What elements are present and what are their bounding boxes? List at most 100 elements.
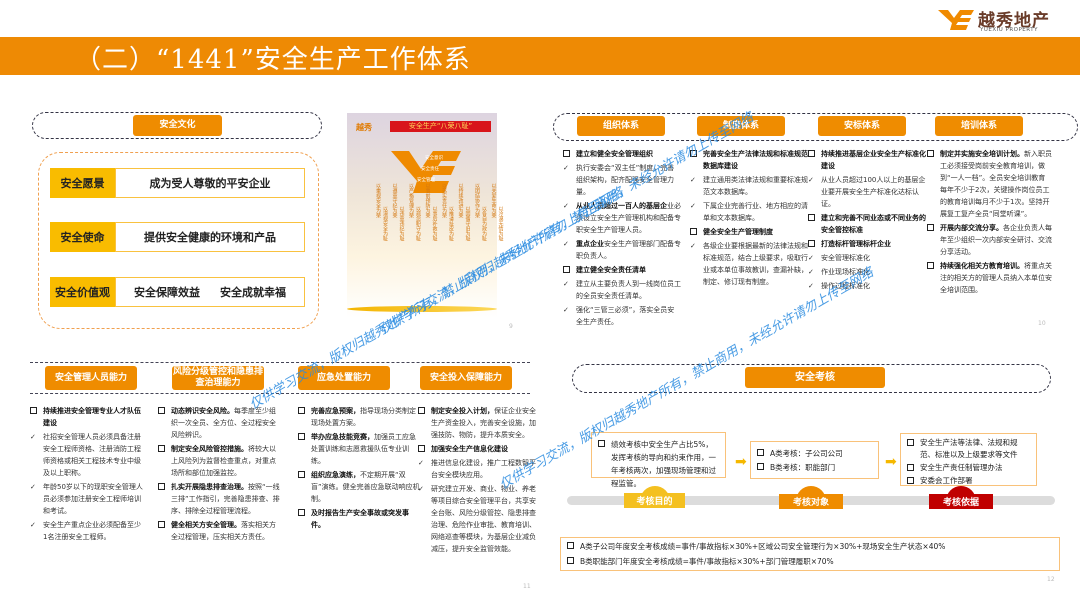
culture-value-text: 提供安全健康的环境和产品	[144, 231, 276, 244]
ability-column: 完善应急预案，指导现场分类制定现场处置方案。举办应急技能竞赛，加强员工应急处置训…	[298, 405, 420, 533]
page-number: 12	[1047, 576, 1055, 583]
list-item: ✓ 作业现场标准化	[808, 266, 926, 278]
checkmark-icon: ✓	[30, 483, 36, 491]
arrow-right-icon: ➡	[885, 454, 897, 470]
item-text: 指导现场分类制定现场处置方案。	[311, 407, 416, 427]
item-text: 不定期开展“双盲”演练。健全完善应急联动响应机制。	[311, 471, 420, 503]
logo-subtext: YUEXIU PROPERTY	[980, 27, 1038, 33]
checkbox-square-icon	[757, 463, 764, 470]
list-item: 加强安全生产信息化建设	[418, 443, 540, 455]
list-item: ✓从业人员超过100人以上的基层企业要开展安全生产标准化达标认证。	[808, 174, 926, 210]
ability-tab: 应急处置能力	[298, 366, 390, 390]
page-number: 11	[523, 583, 531, 590]
checkbox-square-icon	[907, 477, 914, 484]
item-text: B类考核：职能部门	[770, 463, 836, 472]
list-item: ✓研究建立开发、商业、物业、养老等项目综合安全管理平台，共享安全台账、风险分级管…	[418, 483, 540, 555]
checkbox-square-icon	[808, 150, 815, 157]
item-text: 持续推进基层企业安全生产标准化建设	[821, 150, 926, 170]
poster-motto: 以落实责任为荣	[441, 183, 447, 218]
list-item: 打造标杆管理标杆企业	[808, 238, 926, 250]
checkbox-square-icon	[298, 471, 305, 478]
checkbox-square-icon	[567, 542, 574, 549]
systems-tab: 培训体系	[935, 116, 1023, 136]
checkbox-square-icon	[418, 445, 425, 452]
poster-wave	[347, 306, 497, 312]
checkbox-square-icon	[298, 433, 305, 440]
checkmark-icon: ✓	[563, 280, 569, 288]
culture-row-value: 提供安全健康的环境和产品	[115, 222, 305, 252]
list-item: 安全生产责任制管理办法	[907, 462, 1030, 474]
checkbox-square-icon	[418, 407, 425, 414]
culture-row-label: 安全愿景	[50, 168, 115, 198]
list-item: 完善安全生产法律法规和标准规范数据库建设	[690, 148, 808, 172]
culture-value-text: 成为受人尊敬的平安企业	[149, 177, 271, 190]
list-item: 组织应急演练，不定期开展“双盲”演练。健全完善应急联动响应机制。	[298, 469, 420, 505]
purpose-box: 绩效考核中安全生产占比5%，发挥考核的导向和约束作用，一年考核两次，加强现场管理…	[591, 432, 726, 488]
ability-tab: 安全管理人员能力	[45, 366, 137, 390]
abilities-bottom-divider	[30, 393, 530, 394]
tab-purpose: 考核目的	[624, 493, 685, 508]
list-item: ✓各级企业要根据最新的法律法规和标准规范，结合上级要求，吸取行业或本单位事故教训…	[690, 240, 808, 288]
poster-title: 安全生产“八荣八耻”	[390, 121, 491, 132]
poster-motto: 以遵章守纪为荣	[391, 183, 398, 218]
page-number: 10	[1038, 320, 1046, 327]
checkbox-square-icon	[907, 464, 914, 471]
item-text: 将较大以上风险列为监督检查重点，对重点场所和部位加强监控。	[171, 445, 276, 477]
item-text: 每季度至少组织一次全员、全方位、全过程安全风险辨识。	[171, 407, 276, 439]
checkbox-square-icon	[30, 407, 37, 414]
item-bold-text: 举办应急技能竞赛，	[311, 433, 374, 441]
item-text: 研究建立开发、商业、物业、养老等项目综合安全管理平台，共享安全台账、风险分级管控…	[431, 485, 536, 553]
abilities-top-divider	[30, 362, 530, 363]
assessment-label: 安全考核	[745, 367, 885, 388]
list-item: 持续推进基层企业安全生产标准化建设	[808, 148, 926, 172]
item-text: 操作过程标准化	[821, 282, 870, 290]
poster-ye-logo-icon	[391, 151, 461, 193]
checkbox-square-icon	[563, 150, 570, 157]
checkbox-square-icon	[158, 483, 165, 490]
item-text: 各级企业要根据最新的法律法规和标准规范，结合上级要求，吸取行业或本单位事故教训，…	[703, 242, 808, 286]
item-bold-text: 完善应急预案，	[311, 407, 360, 415]
list-item: 制定安全风险管控措施。将较大以上风险列为监督检查重点，对重点场所和部位加强监控。	[158, 443, 280, 479]
list-item: ✓社招安全管理人员必须具备注册安全工程师资格、注册消防工程师资格或相关工程技术专…	[30, 431, 145, 479]
checkmark-icon: ✓	[808, 268, 814, 276]
checkbox-square-icon	[907, 439, 914, 446]
poster-motto: 以事后补救为耻	[431, 206, 438, 241]
poster-motto: 以漠视安全为耻	[382, 206, 388, 241]
item-text: 安全管理标准化	[821, 254, 870, 262]
ability-column: 制定安全投入计划，保证企业安全生产资金投入，完善安全设施，加强技防、物防，提升本…	[418, 405, 540, 557]
item-bold-text: 制定安全风险管控措施。	[171, 445, 248, 453]
tab-basis: 考核依据	[929, 494, 993, 509]
systems-column: 制定并实施安全培训计划。新入职员工必须接受岗前安全教育培训，做到“一人一档”。全…	[927, 148, 1052, 298]
item-text: 加强员工应急处置训练和志愿救援队伍专业训练。	[311, 433, 416, 465]
list-item: B类职能部门年度安全考核成绩=事件/事故指标×30%+部门管理履职×70%	[567, 555, 1053, 569]
arrow-right-icon: ➡	[735, 454, 747, 470]
list-item: ✓年龄50岁以下的现职安全管理人员必须参加注册安全工程师培训和考试。	[30, 481, 145, 517]
list-item: 持续强化相关方教育培训。将重点关注的相关方的管理人员纳入本单位安全培训范围。	[927, 260, 1052, 296]
list-item: ✓安全生产重点企业必须配备至少1名注册安全工程师。	[30, 519, 145, 543]
poster-item: 安全责任	[421, 167, 439, 172]
item-text: 建立健全安全责任清单	[576, 266, 646, 274]
systems-column: 建立和健全安全管理组织✓执行安委会“双主任”制度，完善组织架构，配齐配强安全管理…	[563, 148, 681, 330]
culture-row-label: 安全价值观	[50, 277, 115, 307]
checkmark-icon: ✓	[563, 202, 569, 210]
checkbox-square-icon	[927, 150, 934, 157]
list-item: ✓执行安委会“双主任”制度，完善组织架构，配齐配强安全管理力量。	[563, 162, 681, 198]
tab-target: 考核对象	[779, 494, 843, 509]
list-item: 制定安全投入计划，保证企业安全生产资金投入，完善安全设施，加强技防、物防，提升本…	[418, 405, 540, 441]
item-bold-text: 持续强化相关方教育培训。	[940, 262, 1024, 270]
ability-tab: 风险分级管控和隐患排查治理能力	[172, 366, 264, 390]
poster-motto: 以关爱生命为荣	[490, 183, 497, 218]
logo-text: 越秀地产	[978, 11, 1050, 31]
checkbox-square-icon	[927, 224, 934, 231]
basis-box: 安全生产法等法律、法规和规范、标准以及上级要求等文件安全生产责任制管理办法安委会…	[900, 433, 1037, 486]
item-text: 作业现场标准化	[821, 268, 870, 276]
list-item: 开展内部交流分享。各企业负责人每年至少组织一次内部安全研讨、交流分享活动。	[927, 222, 1052, 258]
list-item: 建立健全安全责任清单	[563, 264, 681, 276]
item-text: B类职能部门年度安全考核成绩=事件/事故指标×30%+部门管理履职×70%	[580, 557, 834, 566]
item-bold-text: 动态辨识安全风险。	[171, 407, 234, 415]
culture-value-text: 安全成就幸福	[220, 286, 286, 299]
systems-tab: 安标体系	[818, 116, 906, 136]
item-text: 将重点关注的相关方的管理人员纳入本单位安全培训范围。	[940, 262, 1052, 294]
item-text: 执行安委会“双主任”制度，完善组织架构，配齐配强安全管理力量。	[576, 164, 675, 196]
item-text: 业必须设立安全生产管理机构和配备专职安全生产管理人员。	[576, 202, 681, 234]
